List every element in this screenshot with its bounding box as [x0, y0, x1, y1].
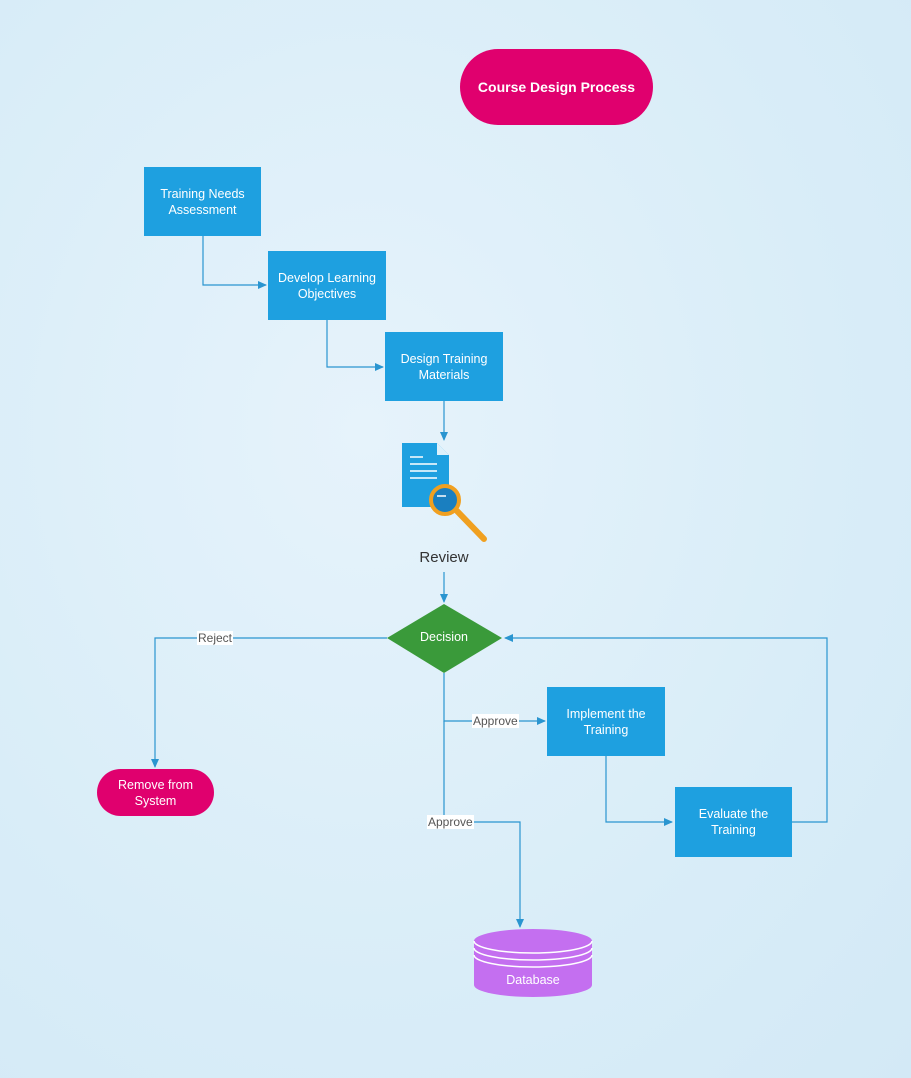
- approve-database-label: Approve: [427, 815, 474, 829]
- step-design-training-materials: Design Training Materials: [385, 332, 503, 401]
- end-remove-from-system: Remove from System: [97, 769, 214, 816]
- decision-diamond: [387, 604, 502, 673]
- document-search-icon: [402, 443, 487, 542]
- edge-reject: [151, 637, 387, 768]
- edge-implement-to-evaluate: [605, 756, 673, 826]
- edge-evaluate-to-decision: [504, 634, 828, 823]
- database-cylinder: [473, 929, 593, 997]
- review-label: Review: [419, 549, 469, 566]
- approve-implement-label: Approve: [472, 714, 519, 728]
- step-training-needs-assessment: Training Needs Assessment: [144, 167, 261, 236]
- reject-label: Reject: [197, 631, 234, 645]
- edge-needs-to-objectives: [202, 236, 267, 289]
- edge-objectives-to-materials: [326, 320, 384, 371]
- step-implement-training: Implement the Training: [547, 687, 665, 756]
- step-evaluate-training: Evaluate the Training: [675, 787, 792, 857]
- title-node: Course Design Process: [460, 49, 653, 125]
- step-develop-learning-objectives: Develop Learning Objectives: [268, 251, 386, 320]
- database-label: Database: [506, 973, 560, 987]
- decision-label: Decision: [420, 630, 468, 644]
- edge-approve-database: [443, 721, 524, 928]
